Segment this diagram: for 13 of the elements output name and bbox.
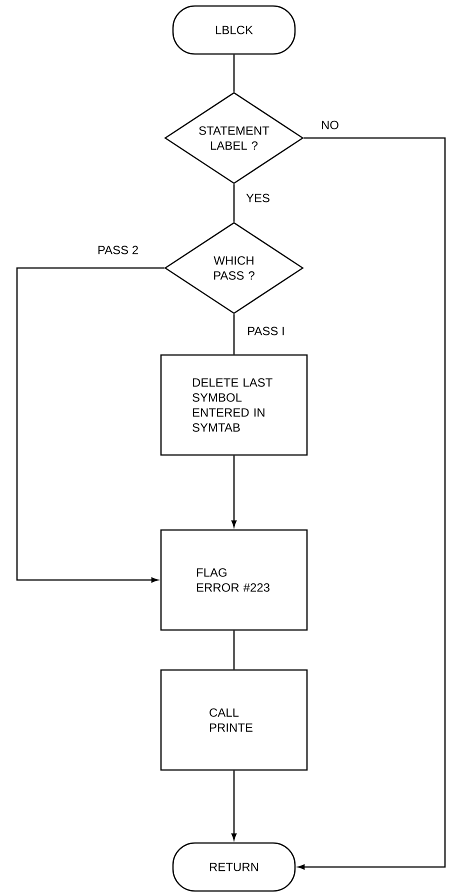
edge-label: PASS I [248,326,284,336]
arrow [231,770,237,840]
process-box: DELETE LAST SYMBOL ENTERED IN SYMTAB [160,354,308,456]
edge-label: YES [246,194,270,202]
arrow [298,137,446,870]
terminal-box: RETURN [172,842,296,892]
arrow [231,456,237,527]
edge-label: NO [322,120,338,130]
arrow [16,267,164,583]
edge-label: PASS 2 [98,246,138,254]
terminal-box: LBLCK [172,5,296,55]
process-box: CALL PRINTE [160,669,308,771]
process-box: FLAG ERROR #223 [160,529,308,631]
